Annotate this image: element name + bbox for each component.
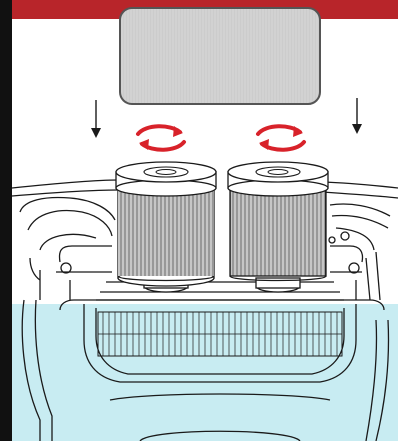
- side-strip-text: [0, 120, 11, 420]
- filter-cover-panel: [120, 8, 320, 104]
- right-filter-cartridge: [228, 162, 328, 292]
- left-filter-cartridge: [116, 162, 216, 292]
